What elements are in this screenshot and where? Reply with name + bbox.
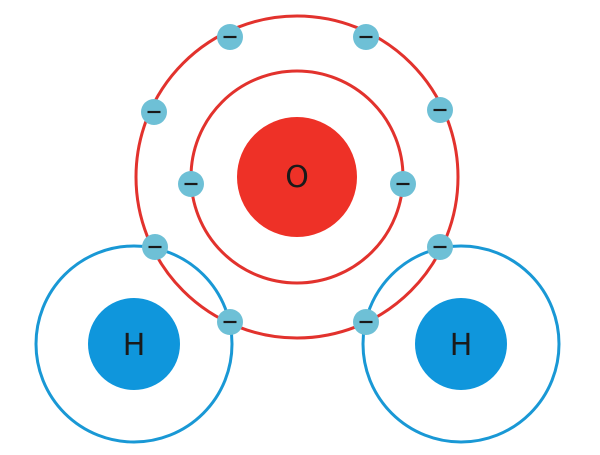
hydrogen-right-symbol: H	[450, 328, 473, 363]
electron	[353, 309, 379, 335]
electron	[390, 171, 416, 197]
oxygen-nucleus	[237, 117, 357, 237]
hydrogen-right-shell	[361, 244, 561, 444]
hydrogen-right-nucleus	[415, 298, 507, 390]
hydrogen-left-nucleus	[88, 298, 180, 390]
electron	[217, 24, 243, 50]
oxygen-outer-shell	[134, 14, 460, 340]
electron	[427, 234, 453, 260]
electron	[217, 309, 243, 335]
electron	[142, 234, 168, 260]
electrons	[141, 24, 453, 335]
electron	[353, 24, 379, 50]
hydrogen-left-symbol: H	[123, 328, 146, 363]
electron	[178, 171, 204, 197]
oxygen-symbol: O	[285, 160, 309, 195]
hydrogen-left-shell	[34, 244, 234, 444]
electron	[427, 97, 453, 123]
electron	[141, 99, 167, 125]
